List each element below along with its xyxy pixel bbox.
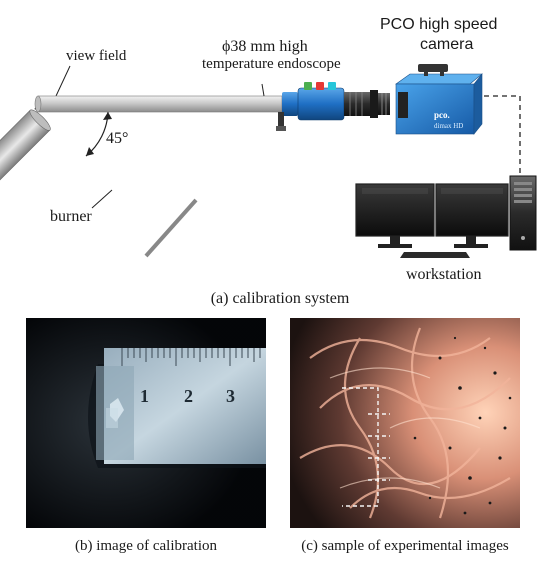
camera-label-line1: PCO high speed: [380, 16, 498, 33]
endoscope-cooling-body: [276, 82, 345, 131]
caption-b: (b) image of calibration: [74, 538, 218, 554]
burner-leader: [91, 189, 113, 209]
burner-label: burner: [50, 208, 92, 225]
angle-label: 45°: [106, 130, 129, 147]
endoscope-tube: [34, 83, 283, 113]
calibration-system-diagram: pco. dimax HD: [0, 64, 537, 272]
endoscope-label-line2: temperature endoscope: [202, 56, 341, 72]
lens-assembly: [344, 90, 390, 118]
workstation-label: workstation: [406, 266, 482, 283]
ruler-number-2: 2: [184, 386, 193, 406]
measurement-bracket: [342, 387, 390, 507]
caption-c: (c) sample of experimental images: [301, 538, 509, 554]
burner: [0, 109, 51, 272]
workstation-computer: [355, 175, 537, 258]
camera-brand: pco.: [434, 110, 450, 120]
ruler-number-1: 1: [140, 386, 149, 406]
camera-label-line2: camera: [420, 36, 474, 53]
caption-a: (a) calibration system: [210, 290, 350, 307]
pco-camera: pco. dimax HD: [395, 64, 483, 135]
ruler-number-3: 3: [226, 386, 235, 406]
camera-model: dimax HD: [434, 122, 463, 130]
data-cable: [484, 95, 521, 176]
particles: [413, 336, 512, 515]
ruler-ticks: [121, 348, 261, 366]
burner-cross-rod: [144, 198, 198, 258]
calibration-image: 1 2 3: [26, 318, 266, 528]
endoscope-label-line1: ϕ38 mm high: [222, 38, 308, 55]
view-field-label: view field: [66, 48, 127, 64]
experimental-image: [290, 318, 520, 528]
